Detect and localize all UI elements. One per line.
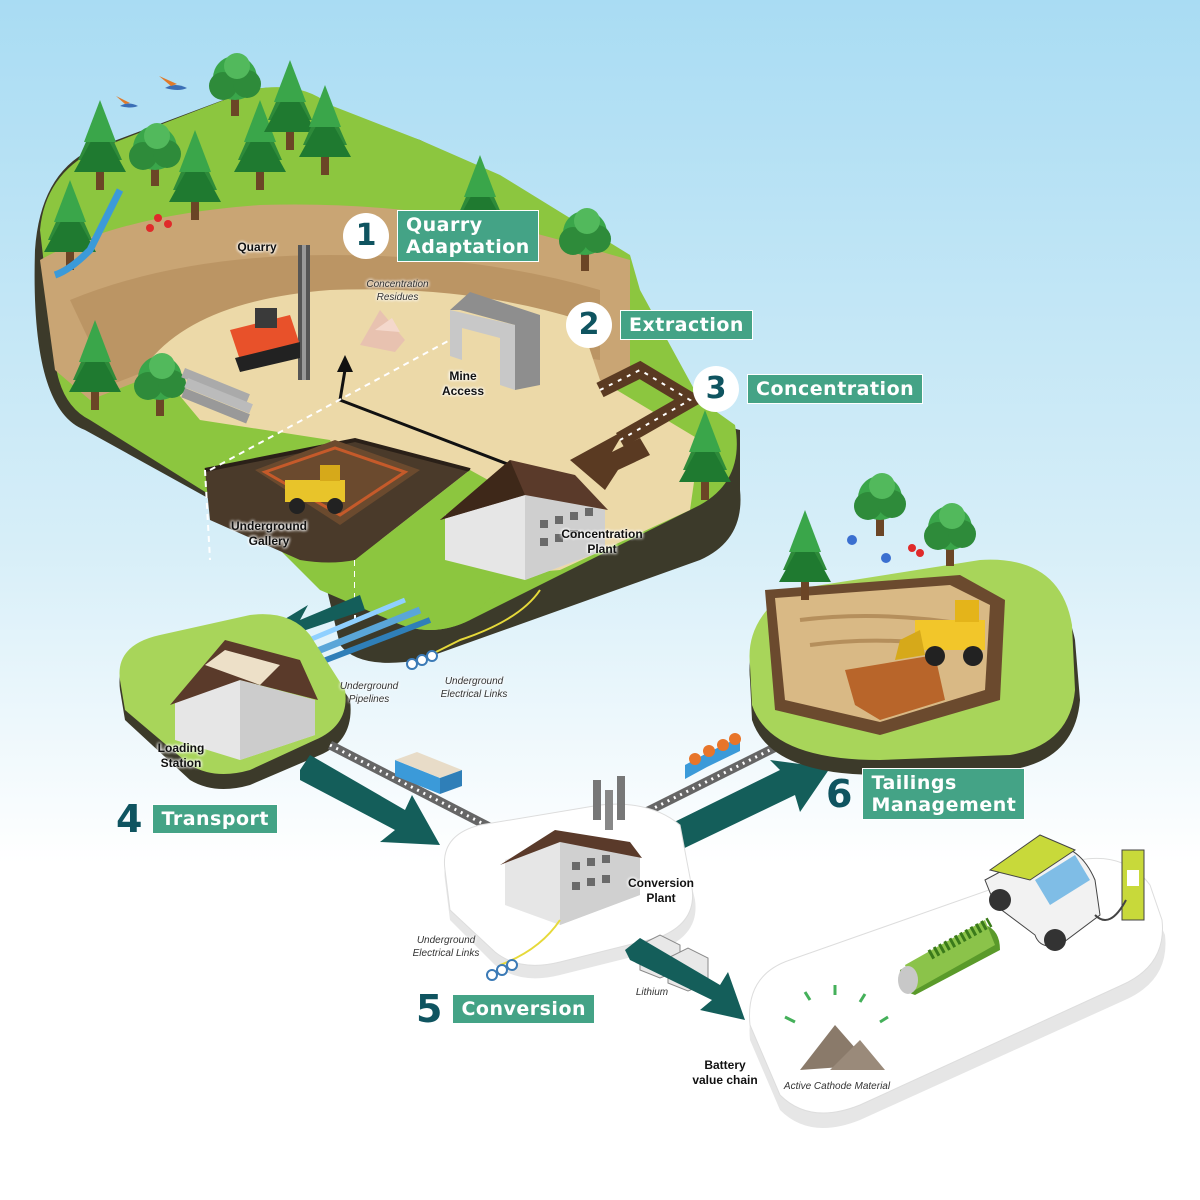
- step-3-number: 3: [695, 368, 737, 410]
- tree-icon: [924, 503, 976, 566]
- label-battery-value-chain: Battery value chain: [690, 1058, 760, 1088]
- label-underground-gallery-line-2: Gallery: [248, 534, 290, 548]
- label-conversion-plant-line-1: Conversion: [627, 876, 694, 890]
- label-concentration-plant-line-2: Plant: [587, 542, 617, 556]
- cathode-pile-icon: [800, 1025, 885, 1070]
- plant-building-icon: [440, 460, 608, 580]
- step-1-title: Quarry Adaptation: [397, 210, 539, 262]
- concentration-arrow: [570, 430, 650, 490]
- step-6-title: Tailings Management: [862, 768, 1026, 820]
- step-5: 5 Conversion: [416, 987, 596, 1031]
- cable-reel: [406, 650, 438, 670]
- step-1-line-2: Adaptation: [406, 236, 530, 258]
- charger-icon: [1094, 849, 1145, 921]
- drill-rig-icon: [230, 245, 310, 380]
- step-4-title: Transport: [152, 804, 278, 834]
- label-mine-access: Mine Access: [438, 369, 488, 399]
- step-4-number: 4: [116, 797, 143, 841]
- conveyor: [596, 360, 706, 447]
- loader-icon: [285, 465, 345, 514]
- tailings-arrow: [658, 760, 830, 855]
- step-6: 6 Tailings Management: [826, 768, 1026, 820]
- concentration-residues-icon: [360, 310, 405, 352]
- label-concentration-residues: Concentration Residues: [360, 278, 435, 304]
- label-underground-gallery-line-1: Underground: [231, 519, 307, 533]
- step-6-line-2: Management: [871, 794, 1017, 816]
- battery-icon: [898, 917, 1000, 995]
- flow-arrowhead: [337, 355, 353, 372]
- label-active-cathode-material-line-1: Active Cathode Material: [783, 1081, 891, 1092]
- label-quarry: Quarry: [232, 240, 282, 255]
- label-underground-pipelines-line-2: Pipelines: [348, 694, 390, 705]
- step-3: 3 Concentration: [695, 368, 924, 410]
- stream: [53, 188, 124, 279]
- transport-arrow: [300, 755, 440, 845]
- tree-icon: [854, 473, 906, 536]
- electrical-link: [419, 589, 541, 661]
- label-underground-electrical-links-top-line-1: Underground: [444, 676, 504, 687]
- label-active-cathode-material: Active Cathode Material: [782, 1080, 892, 1093]
- label-underground-electrical-links-top-line-2: Electrical Links: [440, 689, 508, 700]
- step-2-number: 2: [568, 304, 610, 346]
- label-underground-electrical-links-top: Underground Electrical Links: [436, 675, 512, 701]
- label-mine-access-line-1: Mine: [449, 369, 477, 383]
- step-2-title: Extraction: [620, 310, 753, 340]
- label-loading-station-line-1: Loading Station: [157, 741, 205, 770]
- step-6-line-1: Tailings: [871, 772, 957, 794]
- step-6-number: 6: [826, 772, 853, 816]
- plant-building-icon: [170, 640, 318, 760]
- label-concentration-residues-line-2: Residues: [376, 292, 419, 303]
- label-underground-pipelines-line-1: Underground: [339, 681, 399, 692]
- label-battery-value-chain-line-1: Battery: [704, 1058, 746, 1072]
- mine-access-icon: [450, 292, 540, 390]
- label-underground-electrical-links-bottom-line-1: Underground: [416, 935, 476, 946]
- step-4: 4 Transport: [116, 800, 278, 838]
- label-underground-pipelines: Underground Pipelines: [336, 680, 402, 706]
- label-conversion-plant-line-2: Plant: [646, 891, 676, 905]
- step-1-line-1: Quarry: [406, 214, 483, 236]
- label-battery-value-chain-line-2: value chain: [692, 1073, 758, 1087]
- label-concentration-plant-line-1: Concentration: [561, 527, 643, 541]
- bird-icon: [116, 96, 138, 108]
- rail-track: [327, 730, 803, 840]
- label-lithium-line-1: Lithium: [635, 987, 669, 998]
- pipes-stack: [181, 368, 253, 424]
- train-wagon-icon: [685, 733, 741, 779]
- step-5-title: Conversion: [452, 994, 596, 1024]
- electric-car-icon: [984, 834, 1101, 951]
- step-2: 2 Extraction: [568, 304, 753, 346]
- step-1-number: 1: [345, 215, 387, 257]
- dashed-path: [209, 339, 451, 471]
- tailings-island: [749, 559, 1080, 775]
- label-underground-electrical-links-bottom: Underground Electrical Links: [408, 934, 484, 960]
- sparkles: [784, 985, 889, 1024]
- step-1: 1 Quarry Adaptation: [345, 210, 539, 262]
- label-concentration-residues-line-1: Concentration: [366, 279, 429, 290]
- label-loading-station: Loading Station: [136, 741, 226, 771]
- loader-icon: [895, 600, 985, 666]
- flowers: [847, 535, 924, 563]
- label-concentration-plant: Concentration Plant: [558, 527, 646, 557]
- label-conversion-plant: Conversion Plant: [626, 876, 696, 906]
- step-3-title: Concentration: [747, 374, 924, 404]
- label-mine-access-line-2: Access: [441, 384, 485, 398]
- flowers: [146, 214, 172, 232]
- label-underground-gallery: Underground Gallery: [228, 519, 310, 549]
- bird-icon: [159, 76, 187, 90]
- lithium-arrow: [625, 938, 745, 1020]
- train-wagon-icon: [395, 752, 462, 794]
- label-quarry-line-1: Quarry: [237, 240, 277, 254]
- step-5-number: 5: [416, 987, 443, 1031]
- label-underground-electrical-links-bottom-line-2: Electrical Links: [412, 948, 480, 959]
- plant-building-icon: [500, 776, 642, 925]
- cable-reel: [486, 959, 518, 981]
- label-lithium: Lithium: [630, 986, 674, 999]
